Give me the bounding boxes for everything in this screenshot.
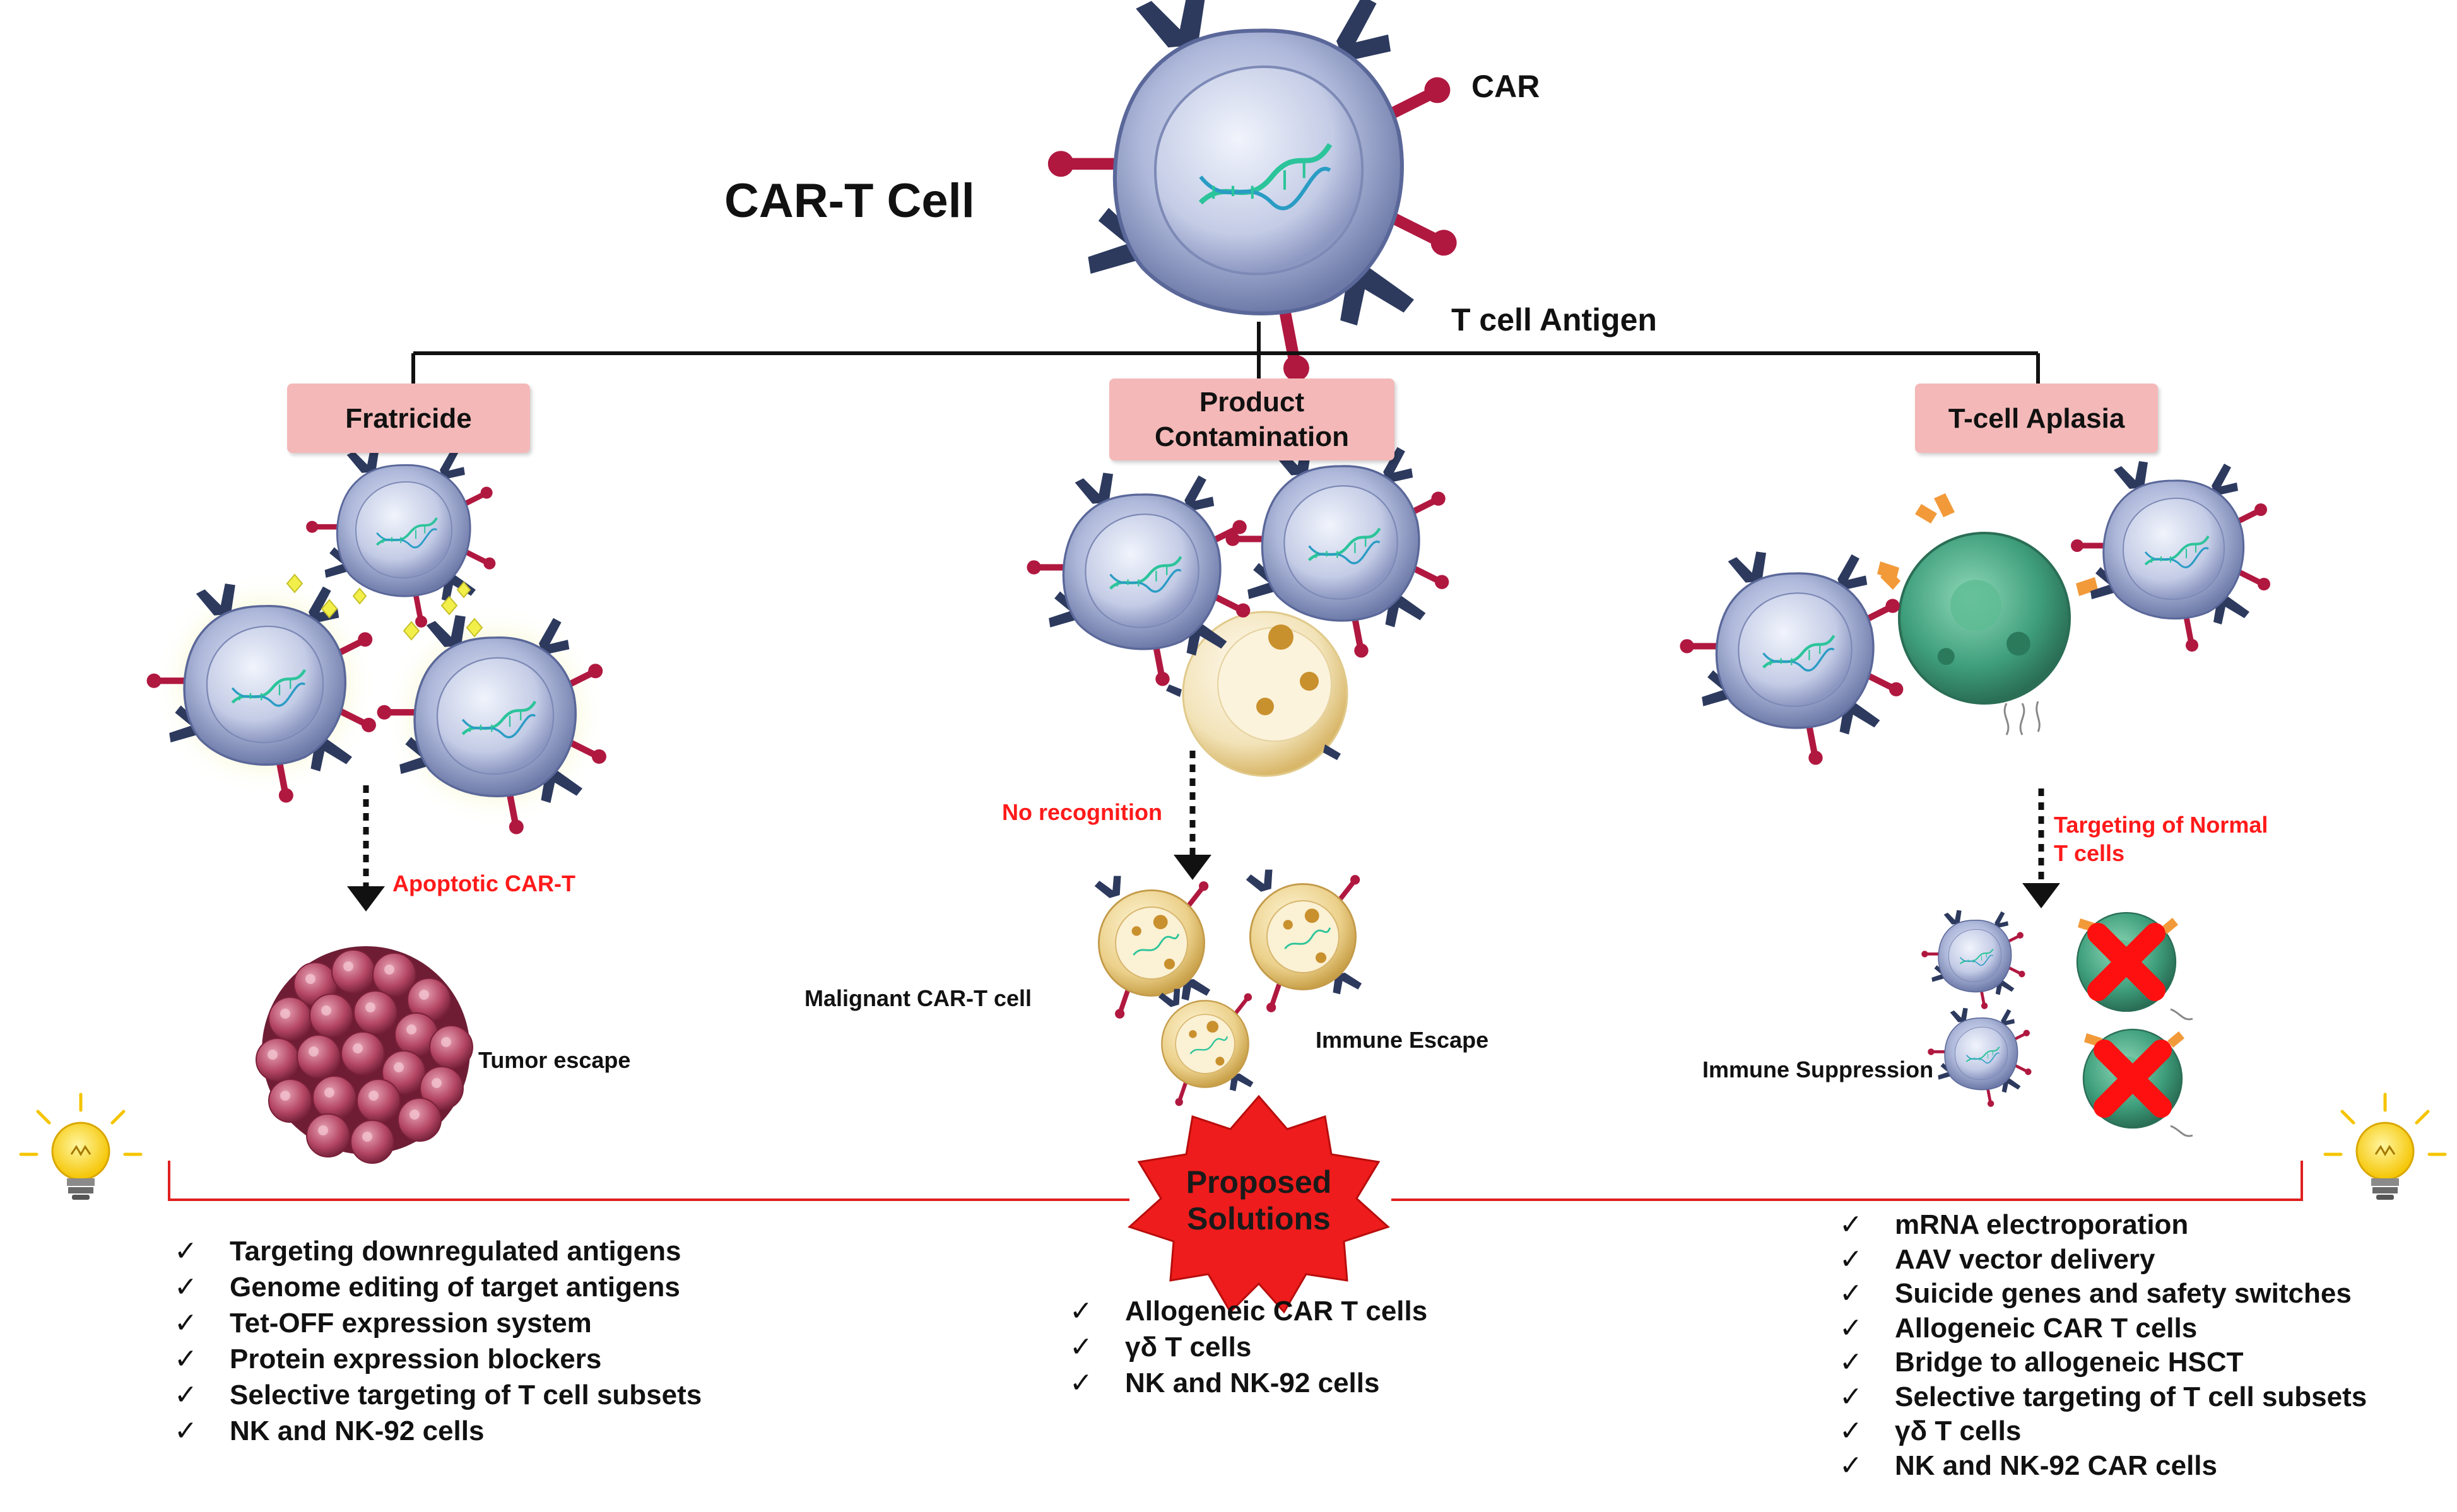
check-icon: ✓ [1839,1312,1863,1344]
check-icon: ✓ [174,1236,197,1267]
solution-item: ✓ NK and NK-92 cells [1069,1365,1427,1401]
solutions-bracket [168,1161,2303,1201]
solution-item: ✓ Protein expression blockers [174,1341,702,1377]
t-cell-antigen-label: T cell Antigen [1451,302,1657,337]
check-icon: ✓ [1839,1278,1863,1309]
solution-item: ✓ Genome editing of target antigens [174,1269,702,1305]
solution-text: Targeting downregulated antigens [230,1236,681,1267]
solution-text: Suicide genes and safety switches [1895,1278,2352,1309]
solution-item: ✓ Allogeneic CAR T cells [1069,1293,1427,1329]
malignant-car-t-cells [1095,870,1362,1106]
branch-pill-t-cell-aplasia: T-cell Aplasia [1915,384,2158,453]
lightbulb-icon [19,1093,143,1200]
solution-text: Allogeneic CAR T cells [1895,1312,2198,1344]
solution-item: ✓ Bridge to allogeneic HSCT [1839,1345,2367,1380]
solutions-list-left: ✓ Targeting downregulated antigens ✓ Genome… [174,1233,702,1449]
solution-item: ✓ γδ T cells [1839,1414,2367,1449]
product-contamination-illustration [1027,444,1449,1106]
solution-text: mRNA electroporation [1895,1209,2189,1240]
solution-text: NK and NK-92 cells [1125,1368,1380,1398]
outcome-immune-escape: Immune Escape [1316,1027,1489,1053]
tumor-mass-icon [256,946,473,1164]
solution-text: Genome editing of target antigens [230,1272,680,1303]
page-title: CAR-T Cell [724,174,975,228]
outcome-immune-suppression: Immune Suppression [1702,1057,1934,1082]
solution-item: ✓ Tet-OFF expression system [174,1305,702,1341]
starburst-icon [1128,1094,1390,1314]
solution-text: Allogeneic CAR T cells [1125,1296,1428,1327]
solution-text: Bridge to allogeneic HSCT [1895,1347,2244,1378]
check-icon: ✓ [1839,1209,1863,1240]
solutions-list-right: ✓ mRNA electroporation ✓ AAV vector deliver… [1839,1208,2367,1483]
solution-item: ✓ Allogeneic CAR T cells [1839,1311,2367,1346]
x-mark-icon [2087,923,2165,1001]
solution-item: ✓ Targeting downregulated antigens [174,1233,702,1269]
check-icon: ✓ [174,1380,197,1410]
check-icon: ✓ [1069,1368,1093,1398]
branch-label: T-cell Aplasia [1948,402,2125,434]
branch-label: Fratricide [345,402,472,434]
check-icon: ✓ [174,1272,197,1303]
solution-item: ✓ γδ T cells [1069,1329,1427,1365]
t-cell-aplasia-illustration [1680,461,2270,1137]
solution-text: Selective targeting of T cell subsets [230,1380,702,1410]
branch-label: Product Contamination [1155,387,1349,452]
branch-pill-fratricide: Fratricide [287,384,530,453]
main-car-t-cell-icon [1048,0,1457,381]
check-icon: ✓ [1839,1415,1863,1446]
solution-text: NK and NK-92 cells [230,1415,485,1446]
check-icon: ✓ [1839,1243,1863,1275]
solution-text: Tet-OFF expression system [230,1308,592,1339]
solution-text: γδ T cells [1895,1415,2022,1446]
solution-text: γδ T cells [1125,1332,1252,1363]
car-label: CAR [1471,69,1540,104]
arrow-label-no-recognition: No recognition [1002,799,1162,825]
check-icon: ✓ [1839,1450,1863,1481]
check-icon: ✓ [1839,1381,1863,1412]
solutions-list-center: ✓ Allogeneic CAR T cells ✓ γδ T cells ✓ NK an… [1069,1293,1427,1401]
solution-text: AAV vector delivery [1895,1243,2155,1275]
check-icon: ✓ [174,1308,197,1339]
outcome-malignant-car-t: Malignant CAR-T cell [804,985,1032,1011]
fratricide-illustration [147,447,606,1164]
check-icon: ✓ [174,1344,197,1374]
solution-item: ✓ AAV vector delivery [1839,1243,2367,1277]
solution-item: ✓ NK and NK-92 CAR cells [1839,1449,2367,1484]
arrow-label-apoptotic: Apoptotic CAR-T [392,870,575,896]
solution-item: ✓ Selective targeting of T cell subsets [1839,1380,2367,1415]
check-icon: ✓ [1839,1347,1863,1378]
solution-item: ✓ Suicide genes and safety switches [1839,1277,2367,1311]
lightbulb-icon [2323,1093,2447,1200]
arrow-label-targeting-normal: Targeting of Normal T cells [2054,812,2268,866]
branch-connector [411,322,2040,385]
solution-text: NK and NK-92 CAR cells [1895,1450,2218,1481]
solution-item: ✓ mRNA electroporation [1839,1208,2367,1243]
solution-item: ✓ Selective targeting of T cell subsets [174,1377,702,1413]
check-icon: ✓ [1069,1332,1093,1363]
proposed-solutions-title: Proposed Solutions [1186,1164,1332,1236]
solution-text: Protein expression blockers [230,1344,602,1374]
check-icon: ✓ [174,1415,197,1446]
x-mark-icon [2094,1040,2172,1118]
outcome-tumor-escape: Tumor escape [478,1047,631,1073]
solution-text: Selective targeting of T cell subsets [1895,1381,2367,1412]
check-icon: ✓ [1069,1296,1093,1327]
branch-pill-product-contamination: Product Contamination [1109,378,1394,460]
solution-item: ✓ NK and NK-92 cells [174,1413,702,1449]
